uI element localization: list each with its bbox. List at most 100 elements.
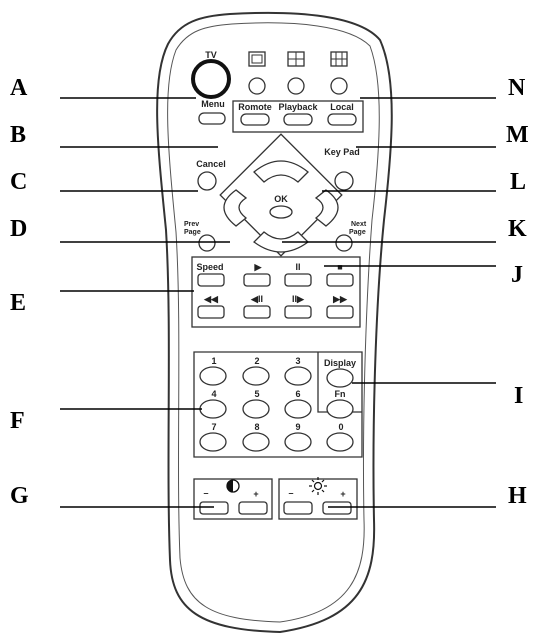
brightness-icon [309, 477, 327, 495]
fn-label: Fn [335, 389, 346, 399]
playback-button[interactable] [283, 113, 313, 126]
remote-label: Romote [238, 102, 272, 112]
remote-inner-outline [167, 22, 380, 623]
playback-controls-group [191, 256, 361, 328]
digit-3-button[interactable] [284, 366, 312, 386]
callout-label-d: D [10, 216, 27, 242]
view-multi-button[interactable] [330, 77, 348, 95]
digit-1-button[interactable] [199, 366, 227, 386]
view-quad-button[interactable] [287, 77, 305, 95]
display-button[interactable] [326, 368, 354, 388]
stop-label: ■ [337, 262, 342, 272]
speed-label: Speed [196, 262, 223, 272]
next-page-label-1: Next [351, 221, 367, 228]
digit-5-button[interactable] [242, 399, 270, 419]
step-back-label: ◀II [250, 294, 263, 304]
callout-label-m: M [506, 122, 529, 148]
prev-page-button[interactable] [198, 234, 216, 252]
cancel-label: Cancel [196, 159, 226, 169]
digit-7-button[interactable] [199, 432, 227, 452]
pause-label: II [295, 262, 300, 272]
digit-9-label: 9 [295, 422, 300, 432]
callout-label-k: K [508, 216, 527, 242]
digit-4-button[interactable] [199, 399, 227, 419]
dpad-right-button[interactable] [314, 189, 339, 227]
digit-2-button[interactable] [242, 366, 270, 386]
digit-1-label: 1 [211, 356, 216, 366]
callout-label-e: E [10, 290, 26, 316]
rewind-label: ◀◀ [203, 294, 219, 304]
remote-button[interactable] [240, 113, 270, 126]
digit-9-button[interactable] [284, 432, 312, 452]
play-label: ▶ [254, 262, 263, 272]
digit-8-button[interactable] [242, 432, 270, 452]
tv-button[interactable] [191, 59, 231, 99]
callout-label-h: H [508, 483, 527, 509]
step-back-button[interactable] [243, 305, 271, 319]
brightness-plus-label: + [340, 489, 345, 499]
contrast-plus-label: + [253, 489, 258, 499]
brightness-up-button[interactable] [322, 501, 352, 515]
digit-7-label: 7 [211, 422, 216, 432]
dpad-down-button[interactable] [253, 231, 309, 253]
playback-label: Playback [278, 102, 318, 112]
dpad-up-button[interactable] [253, 160, 309, 183]
callout-label-a: A [10, 75, 28, 101]
digit-6-button[interactable] [284, 399, 312, 419]
prev-page-label-2: Page [184, 229, 201, 236]
dpad-frame [219, 133, 343, 257]
brightness-down-button[interactable] [283, 501, 313, 515]
contrast-icon [226, 479, 240, 493]
digit-8-label: 8 [254, 422, 259, 432]
digit-2-label: 2 [254, 356, 259, 366]
contrast-minus-label: – [203, 488, 208, 498]
menu-label: Menu [201, 99, 225, 109]
single-view-icon [248, 51, 266, 67]
keypad-button[interactable] [334, 171, 354, 191]
next-page-label-2: Page [349, 229, 366, 236]
callout-label-l: L [510, 169, 526, 195]
digit-6-label: 6 [295, 389, 300, 399]
callout-label-g: G [10, 483, 29, 509]
multi-view-icon [330, 51, 348, 67]
digit-0-label: 0 [338, 422, 343, 432]
prev-page-label-1: Prev [184, 221, 199, 228]
callout-label-b: B [10, 122, 26, 148]
callout-label-f: F [10, 408, 25, 434]
remote-body [156, 11, 393, 634]
pause-button[interactable] [284, 273, 312, 287]
callout-label-j: J [511, 262, 523, 288]
quad-view-icon [287, 51, 305, 67]
contrast-group [193, 478, 273, 520]
contrast-up-button[interactable] [238, 501, 268, 515]
ok-button[interactable] [269, 205, 293, 219]
ok-label: OK [274, 194, 288, 204]
step-forward-button[interactable] [284, 305, 312, 319]
source-group [232, 100, 364, 133]
step-forward-label: II▶ [292, 294, 305, 304]
cancel-button[interactable] [197, 171, 217, 191]
local-button[interactable] [327, 113, 357, 126]
local-label: Local [330, 102, 354, 112]
fn-button[interactable] [326, 399, 354, 419]
view-single-button[interactable] [248, 77, 266, 95]
keypad-label: Key Pad [324, 147, 360, 157]
digit-4-label: 4 [211, 389, 216, 399]
next-page-button[interactable] [335, 234, 353, 252]
digit-0-button[interactable] [326, 432, 354, 452]
digit-3-label: 3 [295, 356, 300, 366]
play-button[interactable] [243, 273, 271, 287]
menu-button[interactable] [198, 112, 226, 125]
number-keypad-group [193, 351, 363, 458]
tv-label: TV [205, 50, 217, 60]
fast-forward-button[interactable] [326, 305, 354, 319]
rewind-button[interactable] [197, 305, 225, 319]
stop-button[interactable] [326, 273, 354, 287]
callout-label-i: I [514, 383, 523, 409]
speed-button[interactable] [197, 273, 225, 287]
contrast-down-button[interactable] [199, 501, 229, 515]
digit-5-label: 5 [254, 389, 259, 399]
callout-label-c: C [10, 169, 27, 195]
dpad-left-button[interactable] [223, 189, 248, 227]
